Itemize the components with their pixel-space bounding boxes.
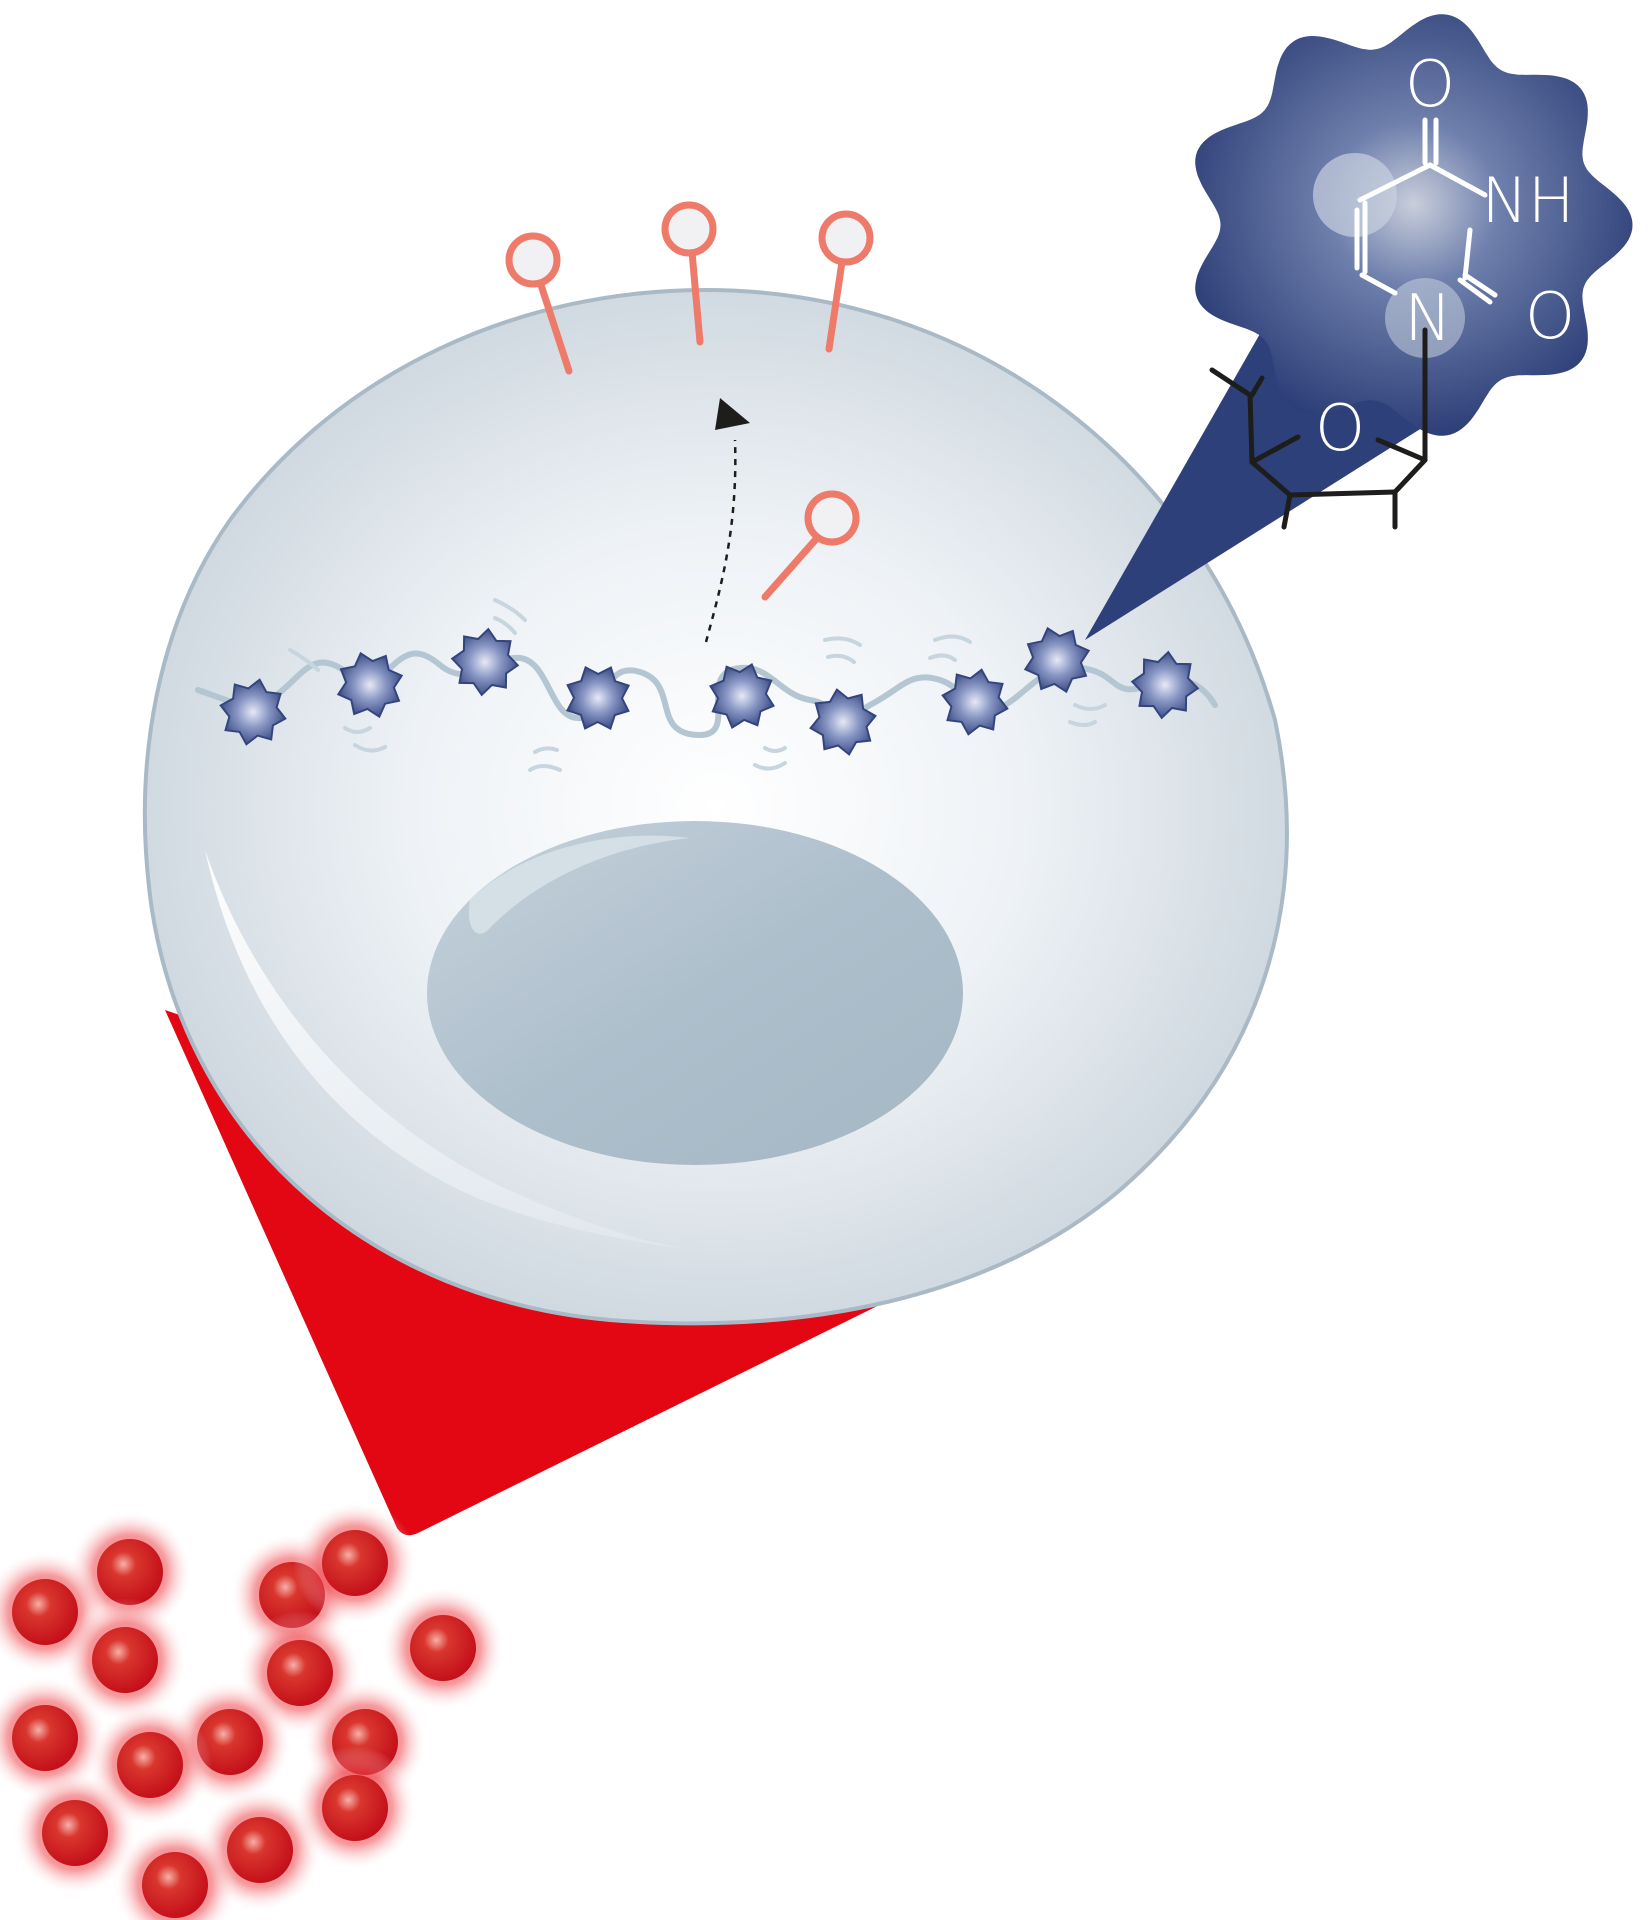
nucleoside-star-icon [941,668,1009,736]
nucleoside-star-icon [450,627,520,697]
nucleoside-star-icon [565,665,631,731]
nanoparticle [113,1823,237,1920]
hydroxyl-5prime-label: HO [1117,311,1206,379]
nanoparticle-cluster [0,1501,505,1920]
arrow-up-icon [715,398,750,430]
amine-label: NH [1482,164,1575,237]
nanoparticle [68,1510,192,1634]
cell-membrane [142,287,1289,1326]
nucleoside-star-icon [1130,650,1200,720]
molecule-badge [1195,14,1633,436]
hydroxyl-2prime-label: OH [1350,546,1439,614]
cell-highlight [205,850,690,1250]
nucleoside-star-icon [709,663,775,729]
molecule-labels: O NH O N O HO OH OH [1117,48,1575,614]
motion-marks [288,598,1107,772]
nucleoside-star-icon [219,678,287,746]
hydroxyl-3prime-label: OH [1237,546,1326,614]
surface-glycans [505,201,874,601]
nucleoside-star-icon [336,651,404,719]
transport-arrow [704,398,750,643]
cell [142,287,1289,1326]
ring-nitrogen-label: N [1404,282,1452,356]
nanoparticle [63,1598,187,1722]
nanoparticle [293,1746,417,1870]
glycan-marker [818,210,874,353]
nanoparticle [0,1676,107,1800]
uridine-structure [1209,117,1498,530]
nucleoside-star-icon [1023,626,1091,694]
nucleoside-stars [219,626,1200,756]
nanoparticle [381,1586,505,1710]
ring-oxygen-label: O [1315,392,1365,466]
nanoparticle [13,1771,137,1895]
carbonyl-top-label: O [1405,48,1455,122]
glycan-marker [661,201,717,346]
glycan-marker [761,490,860,601]
carbonyl-right-label: O [1525,280,1575,354]
nucleoside-star-icon [809,688,877,756]
nucleus-highlight [468,835,690,934]
nucleus [427,821,963,1165]
nanoparticle [293,1501,417,1625]
glycan-marker [505,232,573,375]
